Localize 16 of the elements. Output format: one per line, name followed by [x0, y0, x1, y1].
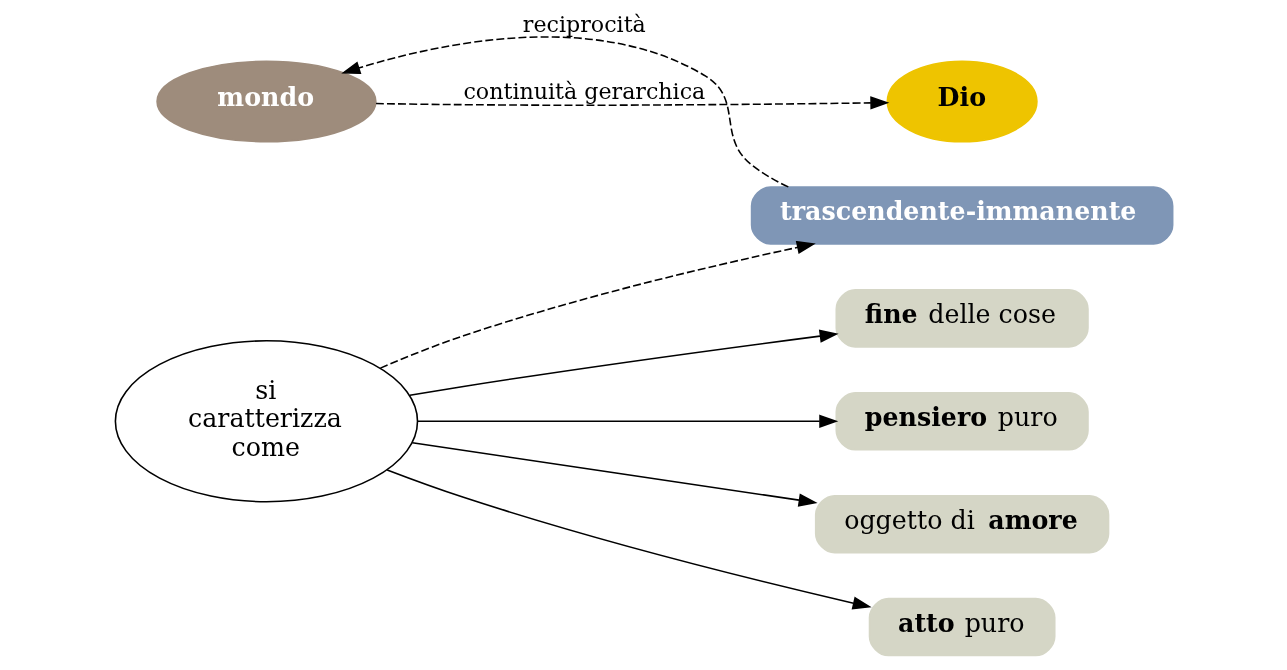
- node-box: atto puro: [868, 597, 1055, 657]
- node-box: trascendente-immanente: [750, 186, 1173, 245]
- arrow: [416, 414, 838, 428]
- node-ellipse: si caratterizza come: [114, 340, 418, 503]
- edge-label: reciprocità: [522, 11, 646, 38]
- arrow: [340, 36, 789, 188]
- node-box: pensiero puro: [835, 392, 1089, 451]
- arrow: [411, 441, 818, 507]
- arrow: [408, 329, 839, 397]
- node-ellipse: Dio: [886, 60, 1038, 143]
- edge-label: continuità gerarchica: [462, 77, 705, 104]
- arrow: [379, 240, 816, 369]
- arrow: [385, 469, 872, 610]
- node-box: oggetto di amore: [814, 494, 1109, 554]
- arrow: [374, 96, 889, 110]
- node-box: fine delle cose: [835, 289, 1089, 348]
